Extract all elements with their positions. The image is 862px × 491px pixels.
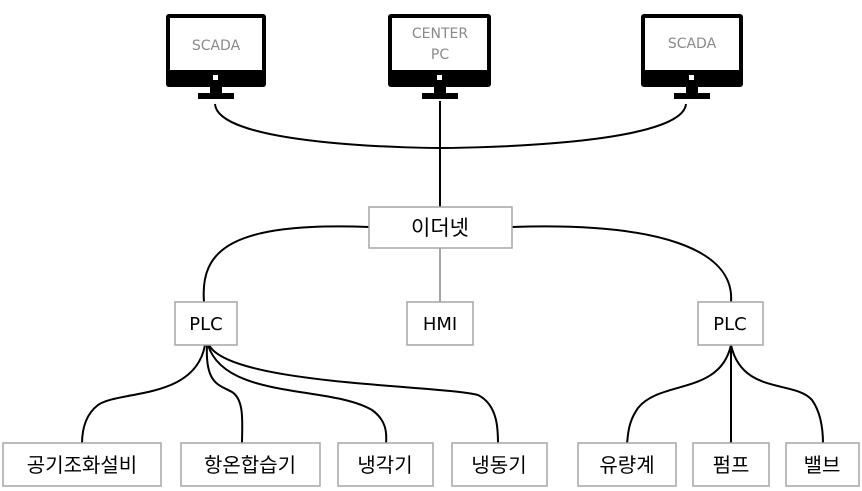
plc-right-to-flowmeter-line <box>626 344 732 445</box>
device-flowmeter-node: 유량계 <box>577 442 677 487</box>
plc-right-to-valve-line <box>730 344 824 445</box>
device-thermo-hygrostat-label: 항온합습기 <box>204 453 296 477</box>
plc-left-node: PLC <box>174 301 238 346</box>
device-pump-label: 펌프 <box>713 453 750 477</box>
power-light-icon <box>213 75 218 80</box>
device-flowmeter-label: 유량계 <box>599 453 654 477</box>
hmi-label: HMI <box>423 314 457 335</box>
monitor-scada-left: SCADA <box>166 14 266 99</box>
ethernet-hub-label: 이더넷 <box>411 216 469 240</box>
plc-left-to-freezer-line <box>208 344 499 445</box>
monitor-label-center-line1: CENTER <box>412 26 468 42</box>
power-light-icon <box>689 75 694 80</box>
plc-right-node: PLC <box>697 301 764 346</box>
monitor-bus-line <box>214 103 687 150</box>
monitor-scada-right: SCADA <box>641 14 743 99</box>
plc-left-to-aircon-line <box>81 344 206 445</box>
monitor-label-right: SCADA <box>668 36 717 52</box>
device-freezer-label: 냉동기 <box>471 453 526 477</box>
device-cooler-label: 냉각기 <box>357 453 412 477</box>
plc-left-to-thermo-line <box>205 344 244 445</box>
monitor-center-pc: CENTER PC <box>388 14 491 99</box>
device-aircon-node: 공기조화설비 <box>2 442 162 487</box>
device-freezer-node: 냉동기 <box>451 442 548 487</box>
monitor-label-center-line2: PC <box>431 47 449 63</box>
plc-left-label: PLC <box>189 314 222 335</box>
hmi-node: HMI <box>406 301 474 346</box>
device-valve-node: 밸브 <box>785 442 860 487</box>
device-thermo-hygrostat-node: 항온합습기 <box>180 442 321 487</box>
monitor-label-left: SCADA <box>192 38 241 54</box>
ethernet-to-plc-left-line <box>202 225 370 303</box>
device-valve-label: 밸브 <box>804 453 841 477</box>
plc-right-label: PLC <box>713 314 746 335</box>
device-aircon-label: 공기조화설비 <box>27 453 137 477</box>
ethernet-hub-node: 이더넷 <box>368 206 513 249</box>
ethernet-to-plc-right-line <box>511 225 733 303</box>
device-cooler-node: 냉각기 <box>337 442 434 487</box>
power-light-icon <box>437 75 442 80</box>
device-pump-node: 펌프 <box>692 442 770 487</box>
plc-left-to-cooler-line <box>207 344 388 445</box>
